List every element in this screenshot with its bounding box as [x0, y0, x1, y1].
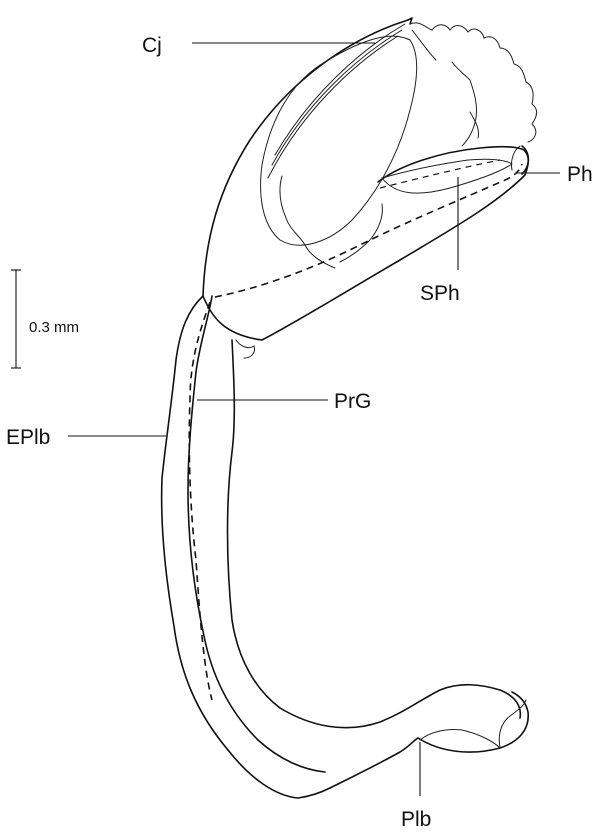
label-eplb: EPlb — [6, 426, 50, 449]
label-plb: Plb — [401, 808, 431, 831]
label-sph: SPh — [420, 282, 460, 305]
label-cj: Cj — [142, 34, 162, 57]
penis-shaft — [162, 296, 529, 798]
leader-lines — [68, 43, 560, 796]
label-prg: PrG — [334, 390, 371, 413]
scale-bar-label: 0.3 mm — [29, 319, 79, 336]
scale-bar: 0.3 mm — [11, 270, 79, 368]
label-ph: Ph — [567, 163, 593, 186]
penis-head — [203, 18, 537, 340]
